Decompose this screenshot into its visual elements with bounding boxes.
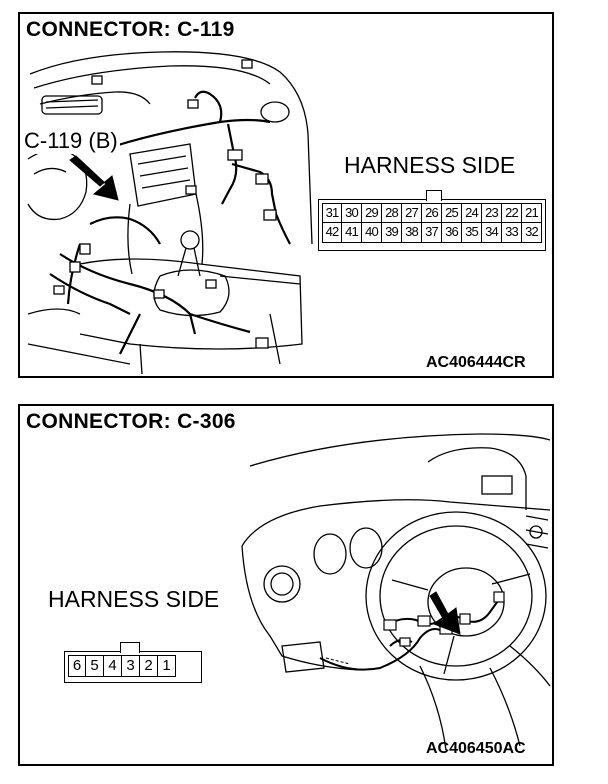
- connector-callout-c119b: C-119 (B): [22, 128, 120, 154]
- pin-28: 28: [382, 203, 402, 223]
- pin-22: 22: [502, 203, 522, 223]
- pin-row-top: 31 30 29 28 27 26 25 24 23 22 21: [322, 203, 542, 223]
- pin-3: 3: [122, 655, 140, 677]
- pin-5: 5: [86, 655, 104, 677]
- pin-6: 6: [68, 655, 86, 677]
- pin-21: 21: [522, 203, 542, 223]
- pin-29: 29: [362, 203, 382, 223]
- pin-4: 4: [104, 655, 122, 677]
- pin-40: 40: [362, 223, 382, 243]
- pin-2: 2: [140, 655, 158, 677]
- pin-42: 42: [322, 223, 342, 243]
- pin-row: 6 5 4 3 2 1: [68, 655, 176, 677]
- pin-25: 25: [442, 203, 462, 223]
- pin-36: 36: [442, 223, 462, 243]
- center-console-illustration: [27, 51, 313, 375]
- figure-id-c306: AC406450AC: [426, 740, 526, 757]
- pin-27: 27: [402, 203, 422, 223]
- connector-c119-panel: CONNECTOR: C-119: [18, 12, 554, 378]
- connector-lock-tab: [426, 190, 442, 201]
- harness-side-label-c119: HARNESS SIDE: [344, 152, 516, 178]
- steering-wheel-illustration: [241, 433, 551, 751]
- pin-1: 1: [158, 655, 176, 677]
- pin-35: 35: [462, 223, 482, 243]
- pin-38: 38: [402, 223, 422, 243]
- pin-23: 23: [482, 203, 502, 223]
- harness-side-label-c306: HARNESS SIDE: [48, 586, 220, 612]
- pin-row-bottom: 42 41 40 39 38 37 36 35 34 33 32: [322, 223, 542, 243]
- pin-32: 32: [522, 223, 542, 243]
- pin-24: 24: [462, 203, 482, 223]
- panel-title-c119: CONNECTOR: C-119: [26, 18, 235, 41]
- connector-c306-panel: CONNECTOR: C-306: [18, 404, 554, 766]
- pin-41: 41: [342, 223, 362, 243]
- pin-26: 26: [422, 203, 442, 223]
- pin-30: 30: [342, 203, 362, 223]
- connector-lock-tab: [120, 642, 140, 653]
- pin-33: 33: [502, 223, 522, 243]
- panel-title-c306: CONNECTOR: C-306: [26, 410, 236, 433]
- pin-37: 37: [422, 223, 442, 243]
- pin-31: 31: [322, 203, 342, 223]
- figure-id-c119: AC406444CR: [426, 354, 526, 371]
- pin-34: 34: [482, 223, 502, 243]
- pin-39: 39: [382, 223, 402, 243]
